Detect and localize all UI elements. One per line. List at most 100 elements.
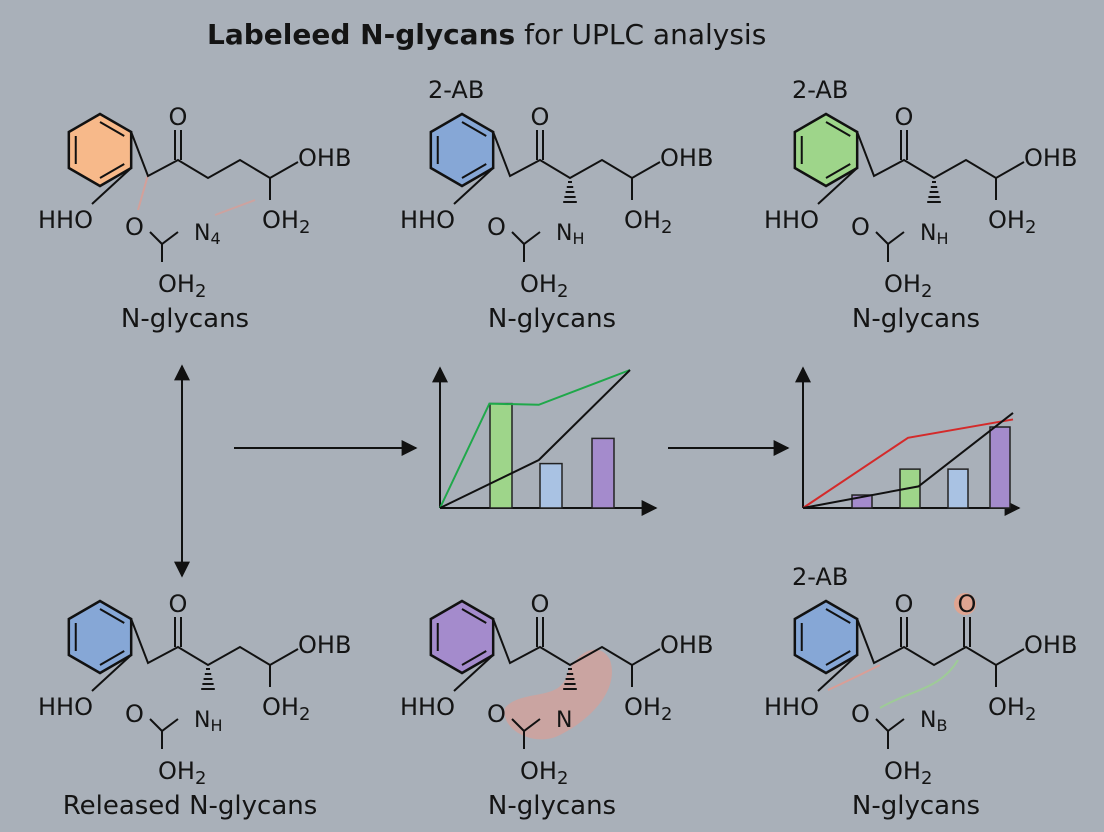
ohb-label: OHB — [1024, 631, 1077, 659]
ring-double-bond — [825, 163, 851, 179]
carbamate-bond — [149, 718, 179, 733]
molecule-header-label: 2-AB — [792, 76, 848, 104]
ester-oxygen-label: O — [125, 700, 144, 728]
carbonyl-oxygen-label: O — [895, 590, 914, 618]
ring-double-bond — [825, 121, 851, 137]
molecule-m6: 2-AB O O OHB OH2 HHO O NB OH2 — [764, 563, 1077, 789]
ring-double-bond — [99, 163, 125, 179]
ring-double-bond — [461, 163, 487, 179]
highlight-blob-1 — [504, 649, 612, 740]
subscript: 2 — [195, 768, 206, 789]
subscript: 2 — [557, 281, 568, 302]
benzene-ring — [793, 112, 859, 188]
hho-label: HHO — [400, 693, 455, 721]
benzene-ring — [67, 599, 133, 675]
nitrogen-label: N — [556, 708, 572, 733]
bar-1 — [489, 402, 513, 509]
trend-line-1 — [439, 369, 631, 509]
ohb-label: OHB — [1024, 144, 1077, 172]
subscript: B — [936, 716, 947, 735]
phenol-bond — [817, 167, 858, 205]
oh2-lower-label: OH2 — [884, 757, 932, 789]
ester-oxygen-label: O — [851, 213, 870, 241]
highlight-stroke-2 — [879, 659, 959, 709]
molecule-caption: N-glycans — [488, 304, 616, 334]
carbamate-bond — [875, 718, 905, 733]
ring-double-bond — [461, 608, 487, 624]
molecule-header-label: 2-AB — [428, 76, 484, 104]
carbonyl-oxygen-label: O — [169, 590, 188, 618]
subscript: 2 — [921, 281, 932, 302]
oh2-label: OH2 — [624, 206, 672, 238]
ester-oxygen-label: O — [487, 700, 506, 728]
oh2-lower-label: OH2 — [158, 270, 206, 302]
ring-double-bond — [825, 608, 851, 624]
title-bold: Labeleed N-glycans — [207, 18, 516, 51]
hho-label: HHO — [38, 693, 93, 721]
ohb-label: OHB — [660, 631, 713, 659]
oh2-label: OH2 — [624, 693, 672, 725]
hho-label: HHO — [38, 206, 93, 234]
ohb-label: OHB — [298, 631, 351, 659]
carbonyl-oxygen-label: O — [169, 103, 188, 131]
bar-3 — [591, 437, 615, 509]
carbamate-bond — [875, 231, 905, 246]
subscript: H — [210, 716, 222, 735]
oh2-label: OH2 — [988, 206, 1036, 238]
benzene-ring — [429, 112, 495, 188]
subscript: 2 — [557, 768, 568, 789]
carbon-chain — [130, 618, 299, 667]
hho-label: HHO — [764, 206, 819, 234]
ester-oxygen-label: O — [487, 213, 506, 241]
ohb-label: OHB — [660, 144, 713, 172]
ring-double-bond — [461, 121, 487, 137]
carbon-chain — [492, 618, 661, 667]
carbon-chain — [856, 618, 1025, 667]
oh2-lower-label: OH2 — [158, 757, 206, 789]
ring-double-bond — [825, 650, 851, 666]
ester-oxygen-label: O — [851, 700, 870, 728]
highlight-stroke-1 — [827, 664, 881, 691]
molecule-caption: N-glycans — [852, 791, 980, 821]
molecule-header-label: 2-AB — [792, 563, 848, 591]
subscript: 2 — [921, 768, 932, 789]
oh2-lower-label: OH2 — [884, 270, 932, 302]
benzene-ring — [793, 599, 859, 675]
molecule-caption: N-glycans — [488, 791, 616, 821]
carbon-chain — [492, 131, 661, 180]
chart-area — [432, 366, 1021, 516]
subscript: 2 — [661, 217, 672, 238]
hho-label: HHO — [764, 693, 819, 721]
nitrogen-label: NB — [920, 708, 947, 735]
nitrogen-label: N4 — [194, 221, 221, 248]
ring-double-bond — [99, 608, 125, 624]
subscript: 2 — [299, 217, 310, 238]
oh2-label: OH2 — [988, 693, 1036, 725]
nitrogen-label: NH — [920, 221, 949, 248]
bar-4 — [989, 426, 1011, 509]
subscript: 2 — [195, 281, 206, 302]
ring-double-bond — [99, 650, 125, 666]
subscript: 2 — [661, 704, 672, 725]
carbamate-bond — [149, 231, 179, 246]
carbon-chain — [856, 131, 1025, 180]
carbonyl-oxygen-label: O — [958, 590, 977, 618]
bar-3 — [947, 468, 969, 509]
carbonyl-oxygen-label: O — [531, 590, 550, 618]
subscript: 4 — [210, 229, 220, 248]
hho-label: HHO — [400, 206, 455, 234]
ester-oxygen-label: O — [125, 213, 144, 241]
phenol-bond — [453, 654, 494, 692]
title-rest: for UPLC analysis — [515, 18, 767, 51]
molecule-caption: N-glycans — [852, 304, 980, 334]
subscript: 2 — [299, 704, 310, 725]
highlight-stroke-3 — [137, 174, 149, 211]
ring-double-bond — [461, 650, 487, 666]
subscript: 2 — [1025, 217, 1036, 238]
phenol-bond — [91, 654, 132, 692]
ohb-label: OHB — [298, 144, 351, 172]
bar-2 — [539, 462, 563, 509]
molecule-caption: N-glycans — [121, 304, 249, 334]
